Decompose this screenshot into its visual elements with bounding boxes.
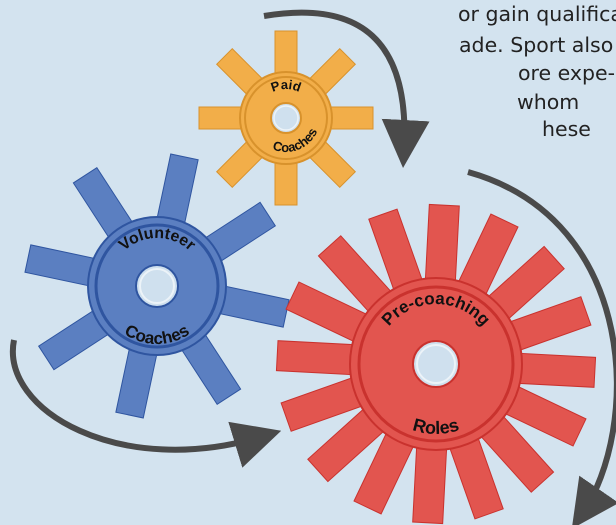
pre-coaching-roles-gear: Pre-coaching Roles [275,203,597,525]
volunteer-coaches-gear: Volunteer Coaches [24,153,290,419]
text-line-2: ade. Sport also [459,33,614,57]
precoach-label-bottom: Roles [411,415,461,439]
text-line-5: hese [542,117,591,141]
paid-label-top: Paid [269,77,303,95]
text-line-4: whom [517,90,580,114]
text-line-1: or gain qualifica- [458,2,616,26]
arrow-left [9,339,282,468]
arrow-top [263,9,430,168]
arrow-right [467,169,616,525]
paid-coaches-gear: Paid Coaches [198,30,374,206]
text-line-3: ore expe- [518,61,616,85]
